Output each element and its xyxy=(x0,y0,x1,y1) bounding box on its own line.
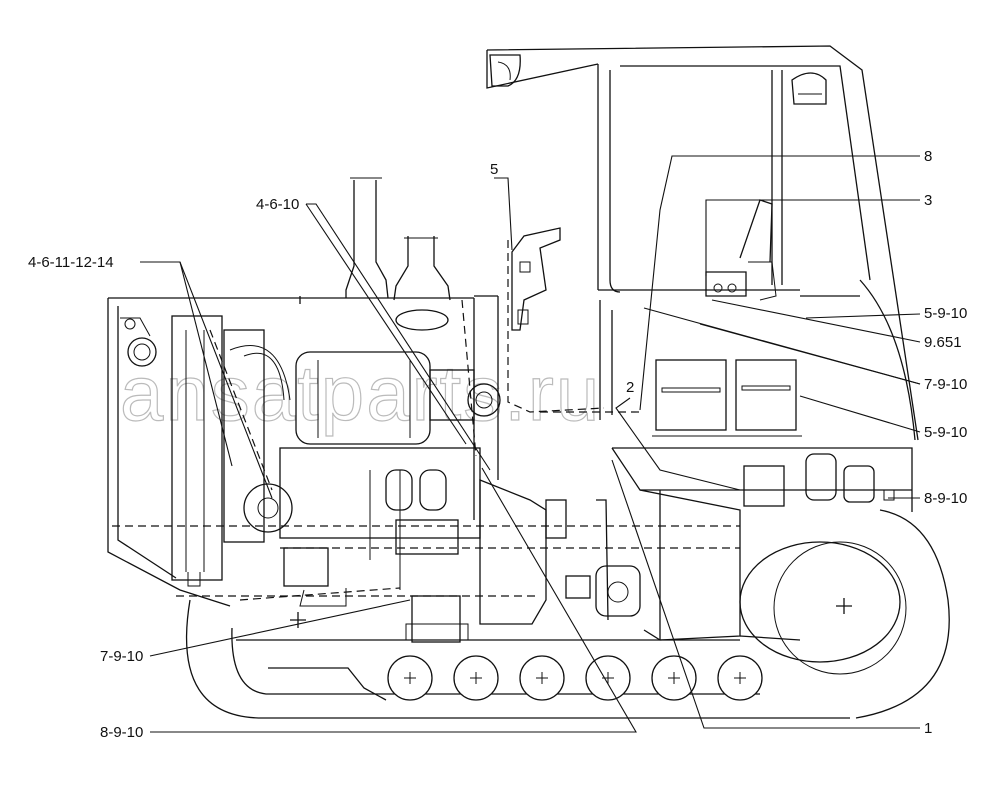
transmission xyxy=(405,479,641,643)
batteries xyxy=(652,359,802,437)
wiring-harness-dashed xyxy=(112,299,740,601)
track-assembly xyxy=(186,509,950,719)
callout-4-6-11-12-14: 4-6-11-12-14 xyxy=(28,254,114,271)
callout-8: 8 xyxy=(924,148,932,165)
callout-7-9-10-left: 7-9-10 xyxy=(100,648,143,665)
watermark-text: ansatparts.ru xyxy=(120,349,601,437)
callout-7-9-10-right: 7-9-10 xyxy=(924,376,967,393)
track-rollers xyxy=(387,655,763,701)
control-panel xyxy=(507,227,605,413)
cab-light-left xyxy=(489,54,521,87)
callout-2: 2 xyxy=(626,379,634,396)
callout-9-651: 9.651 xyxy=(924,334,962,351)
callout-8-9-10-right: 8-9-10 xyxy=(924,490,967,507)
cab-light-right xyxy=(791,72,827,105)
callout-5-9-10-top: 5-9-10 xyxy=(924,305,967,322)
callout-5: 5 xyxy=(490,161,498,178)
crosshair-markers xyxy=(290,598,852,628)
callout-4-6-10: 4-6-10 xyxy=(256,196,299,213)
callout-1: 1 xyxy=(924,720,932,737)
operator-seat xyxy=(705,199,777,301)
exhaust-stack xyxy=(345,177,389,299)
cab-frame xyxy=(486,45,919,441)
leader-lines xyxy=(140,155,921,733)
callout-8-9-10-left: 8-9-10 xyxy=(100,724,143,741)
rear-housing xyxy=(611,447,913,641)
air-intake xyxy=(393,236,451,331)
hood-outline xyxy=(107,295,499,607)
callout-5-9-10-bottom: 5-9-10 xyxy=(924,424,967,441)
engine-block xyxy=(229,345,501,607)
callout-3: 3 xyxy=(924,192,932,209)
radiator xyxy=(120,315,265,587)
